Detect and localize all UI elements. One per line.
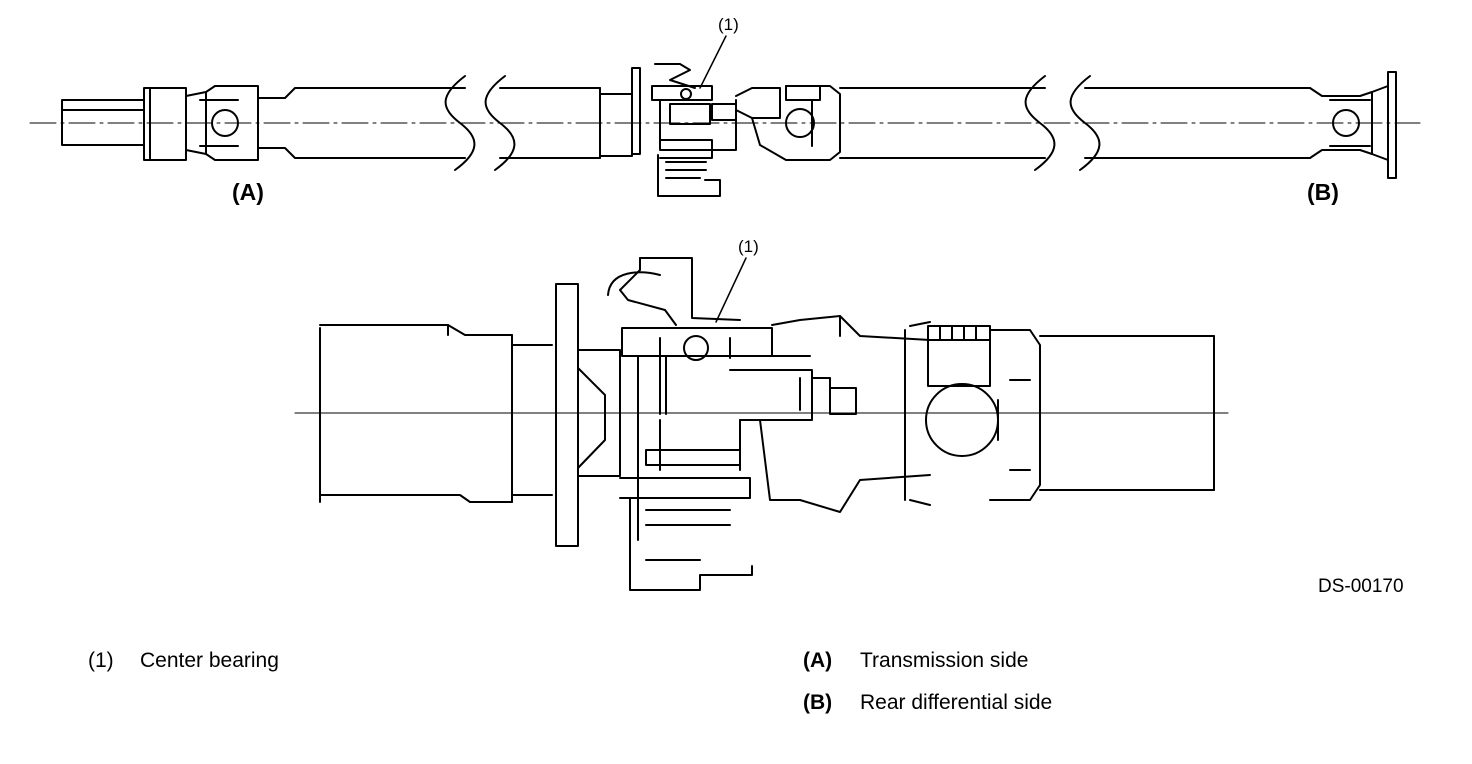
detail-universal-joint (904, 321, 1041, 506)
legend-key: (1) (88, 649, 114, 672)
figure-id: DS-00170 (1318, 576, 1404, 597)
middle-universal-joint (751, 85, 841, 161)
center-bearing-small (599, 63, 781, 197)
sleeve-yoke (61, 87, 207, 161)
rear-tube (839, 75, 1311, 171)
callout-leader-top (699, 35, 727, 89)
label-a: (A) (232, 179, 264, 205)
detail-bearing-housing (607, 257, 857, 541)
callout-detail-label: (1) (738, 237, 759, 256)
detail-left-tube (319, 324, 553, 503)
overall-shaft-view (29, 35, 1421, 197)
legend-text: Transmission side (860, 649, 1029, 672)
legend-key: (B) (803, 691, 833, 714)
legend-item-center-bearing: (1) Center bearing (88, 650, 279, 671)
detail-bearing-view (294, 257, 1229, 591)
rear-flange-yoke (1309, 71, 1397, 179)
detail-lower-cover (619, 419, 801, 591)
legend-text: Center bearing (140, 649, 279, 672)
label-b: (B) (1307, 179, 1339, 205)
legend-item-transmission-side: (A) Transmission side (803, 650, 1028, 671)
legend-item-rear-differential-side: (B) Rear differential side (803, 692, 1052, 713)
callout-top-label: (1) (718, 15, 739, 34)
detail-flange (555, 283, 621, 547)
legend-key: (A) (803, 649, 833, 672)
detail-yoke (771, 315, 931, 513)
front-universal-joint (199, 85, 259, 161)
legend-text: Rear differential side (860, 691, 1053, 714)
callout-leader-detail (715, 257, 747, 323)
detail-right-tube (1039, 335, 1215, 491)
